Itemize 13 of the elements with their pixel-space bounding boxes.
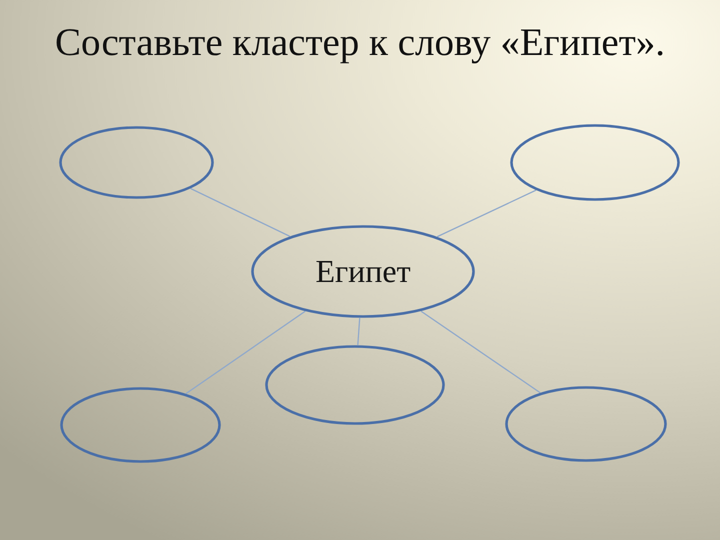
connector-line — [186, 310, 306, 394]
empty-ellipse — [60, 387, 221, 463]
connector-line — [436, 190, 536, 238]
connector-line — [357, 318, 360, 346]
connector-line — [190, 188, 290, 237]
empty-ellipse — [59, 126, 214, 199]
title: Составьте кластер к слову «Египет». — [54, 21, 666, 64]
empty-ellipse — [505, 386, 667, 462]
connector-line — [420, 310, 541, 394]
empty-ellipse — [265, 345, 445, 425]
empty-ellipse — [510, 124, 680, 201]
node-label: Египет — [315, 253, 411, 290]
central-ellipse — [251, 225, 475, 318]
